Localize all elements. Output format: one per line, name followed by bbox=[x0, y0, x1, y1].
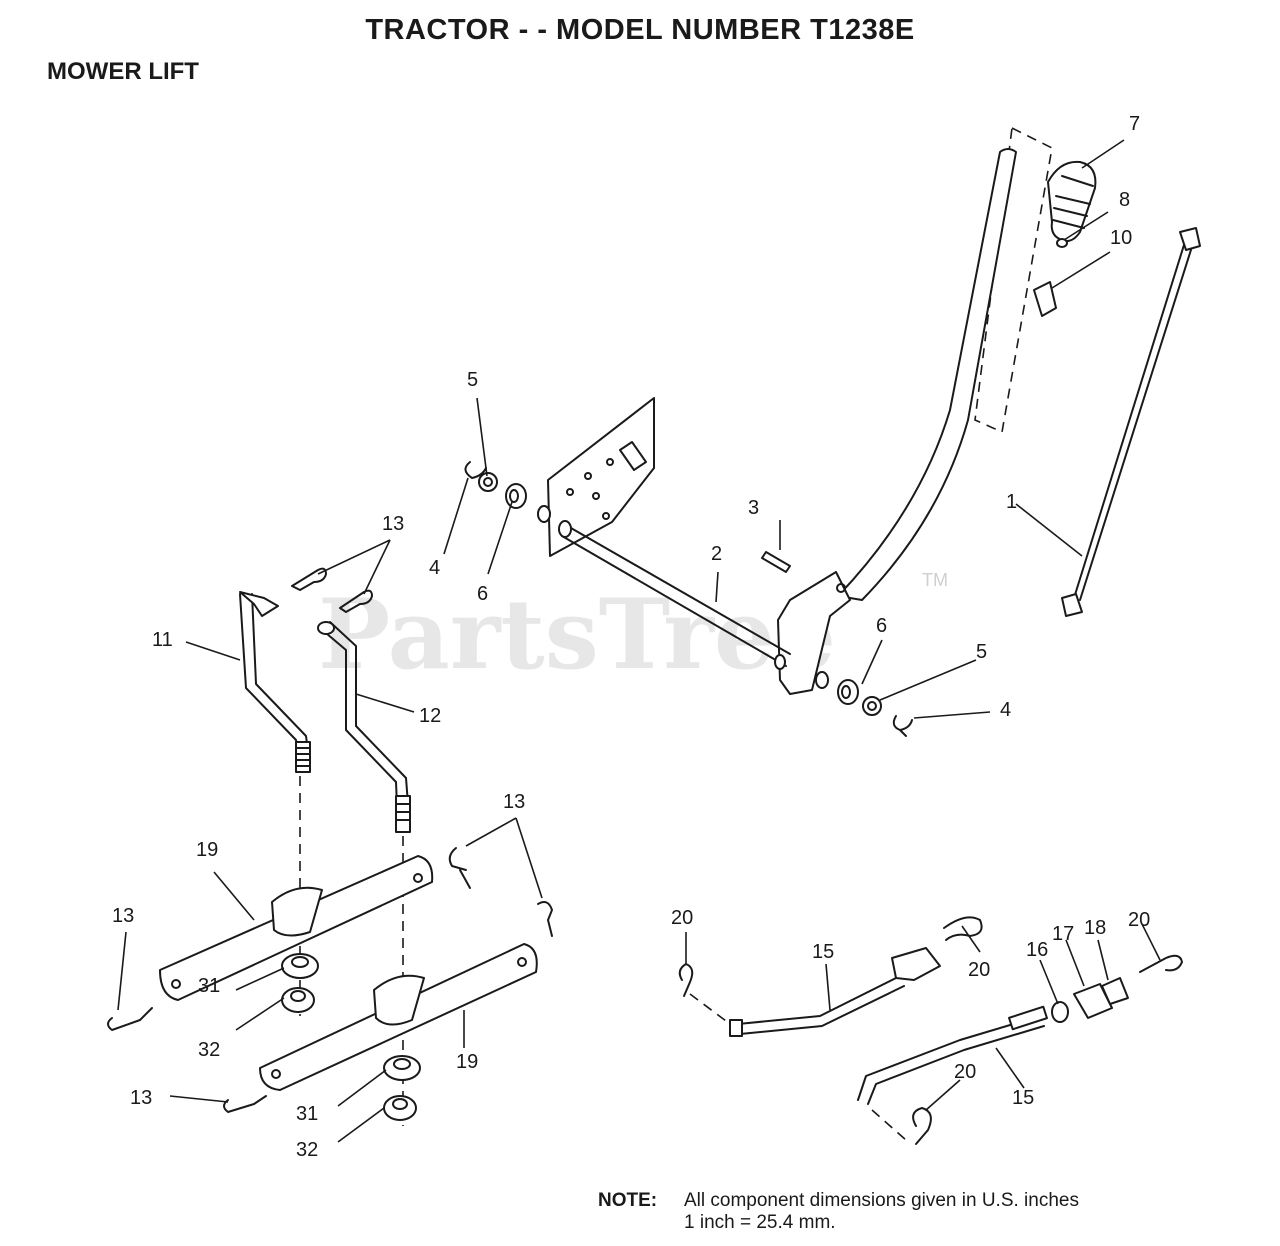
part-lift-arm-19-upper bbox=[159, 855, 434, 1001]
diagram-title: TRACTOR - - MODEL NUMBER T1238E bbox=[365, 14, 915, 46]
part-cross-shaft-2 bbox=[558, 520, 791, 670]
callout-4-right: 4 bbox=[1000, 699, 1011, 721]
callout-5-right: 5 bbox=[976, 641, 987, 663]
callout-18: 18 bbox=[1084, 917, 1106, 939]
callout-16: 16 bbox=[1026, 939, 1048, 961]
callout-11: 11 bbox=[152, 629, 173, 651]
part-rod-15-lower bbox=[857, 954, 1183, 1105]
callout-20-mid: 20 bbox=[968, 959, 990, 981]
callout-19-upper: 19 bbox=[196, 839, 218, 861]
part-hardware-right bbox=[815, 671, 913, 737]
part-lift-handle bbox=[777, 148, 1017, 695]
callout-1: 1 bbox=[1006, 491, 1017, 513]
part-bushings-nuts bbox=[281, 953, 421, 1121]
callout-13-left: 13 bbox=[112, 905, 134, 927]
part-washer-8 bbox=[1056, 238, 1068, 248]
callout-13-top: 13 bbox=[382, 513, 404, 535]
leader-lines bbox=[117, 139, 1161, 1143]
callout-20-right: 20 bbox=[1128, 909, 1150, 931]
part-grip bbox=[1047, 160, 1097, 242]
section-title: MOWER LIFT bbox=[47, 58, 199, 85]
part-adapter-10 bbox=[1033, 281, 1057, 317]
note-line-1: NOTE: All component dimensions given in U… bbox=[598, 1190, 1079, 1212]
part-lift-arm-19-lower bbox=[259, 943, 538, 1091]
callout-3: 3 bbox=[748, 497, 759, 519]
part-pin-20-bottom bbox=[912, 1107, 932, 1145]
callout-4-left: 4 bbox=[429, 557, 440, 579]
callout-31-upper: 31 bbox=[198, 975, 220, 997]
callout-19-lower: 19 bbox=[456, 1051, 478, 1073]
part-clips-13-top bbox=[291, 567, 373, 613]
watermark-text: PartsTree bbox=[318, 578, 836, 691]
callout-8: 8 bbox=[1119, 189, 1130, 211]
part-rod-15-upper bbox=[729, 916, 983, 1037]
callout-32-upper: 32 bbox=[198, 1039, 220, 1061]
callout-6-left: 6 bbox=[477, 583, 488, 605]
callout-20-left: 20 bbox=[671, 907, 693, 929]
part-key-3 bbox=[761, 551, 791, 573]
callout-32-lower: 32 bbox=[296, 1139, 318, 1161]
part-link-11 bbox=[239, 591, 311, 773]
part-link-12 bbox=[317, 621, 411, 833]
callout-20-bottom: 20 bbox=[954, 1061, 976, 1083]
note-label: NOTE: bbox=[598, 1190, 658, 1211]
note-text-2: 1 inch = 25.4 mm. bbox=[684, 1212, 836, 1233]
callout-labels: 7 8 10 1 2 3 5 4 6 6 5 4 13 11 12 13 19 … bbox=[112, 113, 1150, 1161]
part-rod-1 bbox=[1061, 227, 1201, 617]
callout-31-lower: 31 bbox=[296, 1103, 318, 1125]
dashed-handle-outline bbox=[974, 126, 1053, 434]
watermark-tm: TM bbox=[922, 570, 948, 590]
note-block: NOTE: All component dimensions given in U… bbox=[598, 1190, 1079, 1234]
rod-15-dash-upper bbox=[689, 993, 731, 1025]
note-text-1: All component dimensions given in U.S. i… bbox=[684, 1190, 1079, 1211]
callout-6-right: 6 bbox=[876, 615, 887, 637]
callout-13-right: 13 bbox=[503, 791, 525, 813]
callout-10: 10 bbox=[1110, 227, 1132, 249]
callout-15-upper: 15 bbox=[812, 941, 834, 963]
callout-2: 2 bbox=[711, 543, 722, 565]
callout-5-left: 5 bbox=[467, 369, 478, 391]
callout-12: 12 bbox=[419, 705, 441, 727]
callout-15-lower: 15 bbox=[1012, 1087, 1034, 1109]
callout-7: 7 bbox=[1129, 113, 1140, 135]
part-pivot-plate bbox=[547, 397, 655, 557]
rod-15-dash-lower bbox=[871, 1109, 907, 1141]
part-pin-20-left bbox=[678, 963, 694, 997]
part-hardware-left bbox=[464, 461, 551, 523]
callout-17: 17 bbox=[1052, 923, 1074, 945]
callout-13-bottom: 13 bbox=[130, 1087, 152, 1109]
